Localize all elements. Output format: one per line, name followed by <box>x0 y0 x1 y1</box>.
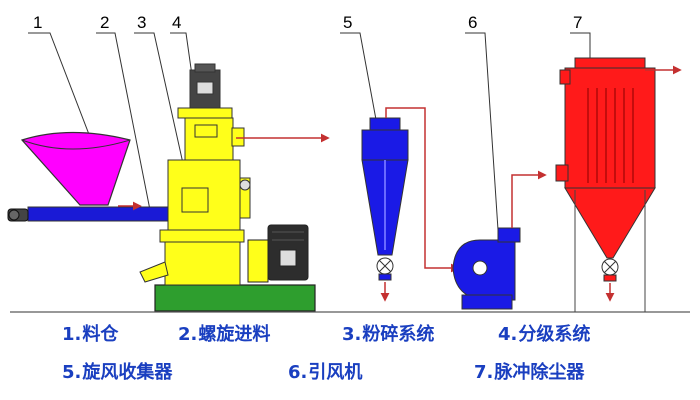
callout-6: 6 <box>468 13 477 32</box>
legend-label-6: 引风机 <box>308 362 363 383</box>
pulse-dust-collector <box>555 57 656 312</box>
legend-item-6: 6.引风机 <box>288 362 362 384</box>
callout-7: 7 <box>573 13 582 32</box>
legend-label-5: 旋风收集器 <box>82 362 173 383</box>
legend-item-2: 2.螺旋进料 <box>178 324 270 346</box>
legend-label-2: 螺旋进料 <box>198 324 271 345</box>
callout-3: 3 <box>137 13 146 32</box>
main-motor <box>247 224 309 283</box>
legend-num-1: 1. <box>62 324 82 345</box>
cyclone-to-fan-pipe <box>385 107 460 273</box>
induced-fan <box>452 227 521 310</box>
hopper <box>20 131 131 206</box>
cyclone-collector <box>361 117 409 281</box>
legend-item-1: 1.料仓 <box>62 324 118 346</box>
legend-num-3: 3. <box>342 324 362 345</box>
legend-label-1: 料仓 <box>82 324 119 345</box>
classifier <box>184 117 234 161</box>
equipment-drawing: 1 2 3 4 5 6 7 <box>7 13 690 313</box>
fan-to-collector-pipe <box>511 170 547 228</box>
legend-num-2: 2. <box>178 324 198 345</box>
legend-item-4: 4.分级系统 <box>498 324 590 346</box>
legend-label-3: 粉碎系统 <box>362 324 435 345</box>
legend: 1.料仓 2.螺旋进料 3.粉碎系统 4.分级系统 5.旋风收集器 6.引风机 … <box>0 318 700 400</box>
callout-leaders <box>28 32 591 261</box>
screw-feeder <box>27 206 169 222</box>
legend-num-6: 6. <box>288 362 308 383</box>
legend-label-7: 脉冲除尘器 <box>494 362 585 383</box>
callout-1: 1 <box>33 13 42 32</box>
legend-item-7: 7.脉冲除尘器 <box>474 362 584 384</box>
legend-num-4: 4. <box>498 324 518 345</box>
callout-4: 4 <box>172 13 181 32</box>
machine-base <box>154 284 316 312</box>
legend-label-4: 分级系统 <box>518 324 591 345</box>
mill-assembly <box>139 63 251 286</box>
hopper-rim <box>21 139 131 150</box>
legend-item-5: 5.旋风收集器 <box>62 362 172 384</box>
callout-5: 5 <box>343 13 352 32</box>
legend-item-3: 3.粉碎系统 <box>342 324 434 346</box>
callout-2: 2 <box>100 13 109 32</box>
legend-num-5: 5. <box>62 362 82 383</box>
feeder-motor-cap <box>8 209 20 221</box>
legend-num-7: 7. <box>474 362 494 383</box>
